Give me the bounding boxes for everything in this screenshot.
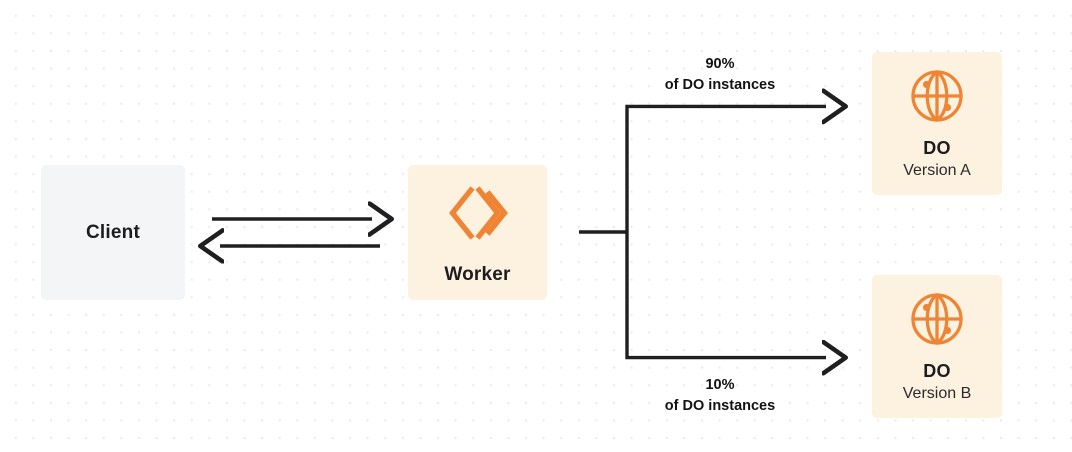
node-do-b-label: DO [923,361,951,381]
edge-worker-branch-trunk [579,108,629,356]
node-do-a-sublabel: Version A [903,162,971,179]
node-worker-label: Worker [444,263,511,285]
edge-label-do-b-caption: of DO instances [664,397,776,414]
node-do-a-label: DO [923,138,951,158]
node-client[interactable]: Client [41,165,185,300]
node-do-b-sublabel: Version B [902,385,972,402]
globe-icon [908,67,966,125]
edge-label-do-b-percent: 10% [705,377,735,393]
edge-label-do-a-caption: of DO instances [664,76,776,93]
edge-label-do-b: 10% of DO instances [665,375,775,416]
edge-label-do-a-percent: 90% [705,56,735,72]
globe-icon [908,290,966,348]
cloudflare-workers-icon [445,180,511,246]
node-client-label: Client [86,221,140,243]
node-do-version-a[interactable]: DO Version A [872,52,1002,195]
node-worker[interactable]: Worker [408,165,547,300]
node-do-version-b[interactable]: DO Version B [872,275,1002,418]
edge-label-do-a: 90% of DO instances [665,54,775,95]
